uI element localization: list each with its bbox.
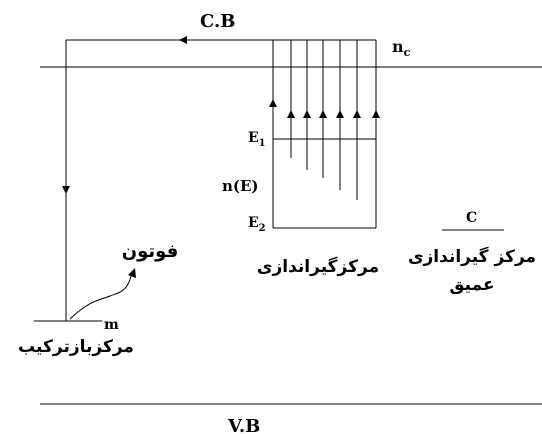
e1-label: E1 [248, 130, 266, 149]
up-arrow-icon [353, 110, 361, 118]
up-arrow-icon [336, 110, 344, 118]
recombination-center-label: مرکزبازترکیب [18, 337, 134, 357]
cb-path-arrow-icon [179, 36, 187, 44]
m-label: m [104, 317, 119, 333]
photon-wave [69, 271, 133, 320]
trap-arrows [269, 99, 380, 118]
deep-trap-label-line1: مرکز گیراندازی [408, 246, 536, 267]
up-arrow-icon [372, 110, 380, 118]
up-arrow-icon [319, 110, 327, 118]
trap-center-label: مرکزگیراندازی [257, 256, 379, 277]
conduction-band-label: C.B [200, 11, 236, 32]
photon-arrow-icon [128, 268, 136, 278]
valence-band-label: V.B [227, 416, 260, 434]
e2-label: E2 [248, 215, 266, 234]
descent-arrow-icon [62, 186, 70, 194]
trap-transition-lines [290, 40, 377, 212]
c-label: C [466, 210, 477, 226]
nc-label: nc [392, 37, 411, 59]
photon-label: فوتون [122, 241, 178, 262]
up-arrow-icon [303, 110, 311, 118]
ne-label: n(E) [222, 177, 259, 195]
up-arrow-icon [287, 110, 295, 118]
up-arrow-icon [269, 99, 277, 107]
deep-trap-label-line2: عمیق [449, 275, 494, 295]
